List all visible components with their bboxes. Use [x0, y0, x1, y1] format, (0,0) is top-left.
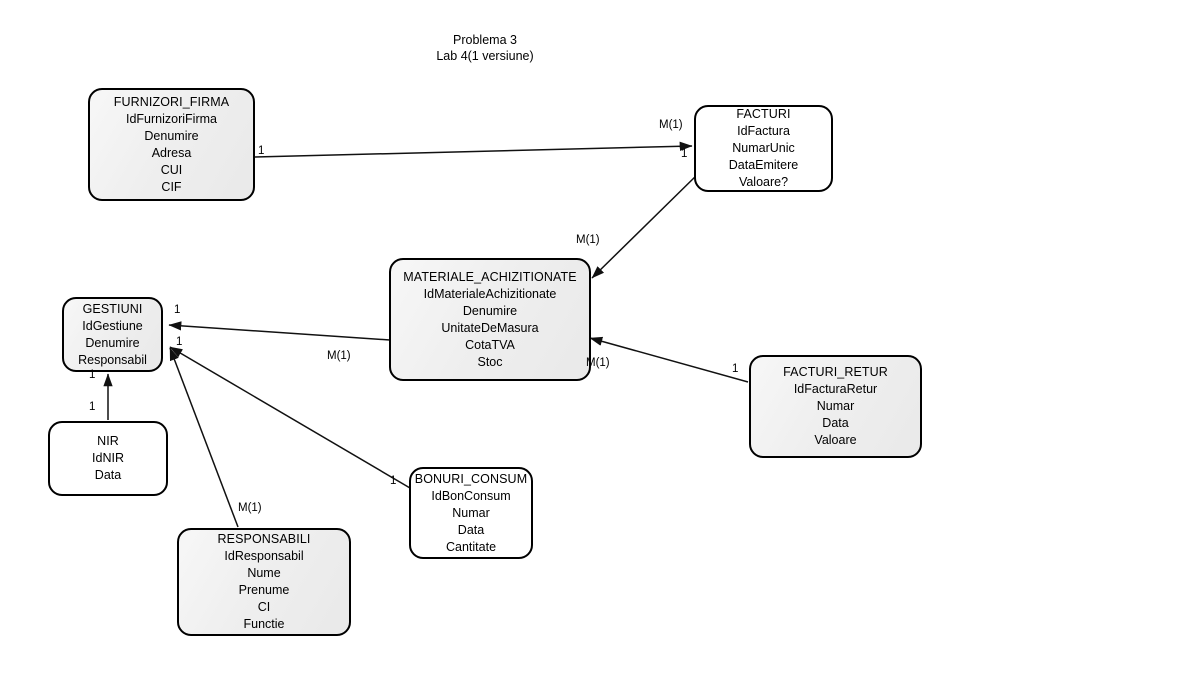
entity-attribute: IdNIR: [92, 451, 124, 465]
entity-attribute: DataEmitere: [728, 158, 799, 172]
entity-attribute: Valoare?: [738, 175, 789, 189]
entity-name: MATERIALE_ACHIZITIONATE: [403, 269, 577, 284]
entity-attribute: Numar: [452, 505, 490, 520]
entity-facturi[interactable]: FACTURI IdFactura NumarUnic DataEmitere …: [694, 105, 833, 192]
cardinality-label-responsabili: M(1): [238, 502, 262, 514]
entity-attribute: Denumire: [144, 128, 199, 143]
entity-attribute: IdGestiune: [82, 318, 143, 333]
entity-attribute: CUI: [160, 162, 183, 177]
entity-attribute: Responsabil: [78, 352, 147, 367]
cardinality-label-materiale-left: M(1): [327, 350, 351, 362]
entity-attribute: CI: [257, 600, 271, 614]
entity-attribute: Stoc: [477, 354, 503, 369]
connector-materiale-gestiuni: [168, 321, 391, 341]
cardinality-label-facturi-out: 1: [681, 148, 688, 160]
entity-bonuri-consum[interactable]: BONURI_CONSUM IdBonConsum Numar Data Can…: [409, 467, 533, 559]
connector-facturiretur-materiale: [589, 336, 749, 383]
cardinality-label-nir: 1: [89, 401, 96, 413]
entity-name: FURNIZORI_FIRMA: [113, 94, 230, 109]
entity-materiale-achizitionate[interactable]: MATERIALE_ACHIZITIONATE IdMaterialeAchiz…: [389, 258, 591, 381]
entity-name: RESPONSABILI: [217, 532, 311, 546]
entity-name: FACTURI_RETUR: [783, 365, 888, 379]
entity-attribute: IdResponsabil: [224, 549, 304, 563]
cardinality-label-gestiuni-right-top: 1: [174, 304, 181, 316]
connector-furnizori-facturi: [254, 141, 693, 158]
connector-responsabili-gestiuni: [169, 347, 239, 528]
entity-attribute: Prenume: [238, 583, 290, 597]
entity-attribute: UnitateDeMasura: [441, 320, 539, 335]
entity-furnizori-firma[interactable]: FURNIZORI_FIRMA IdFurnizoriFirma Denumir…: [88, 88, 255, 201]
entity-facturi-retur[interactable]: FACTURI_RETUR IdFacturaRetur Numar Data …: [749, 355, 922, 458]
entity-attribute: Numar: [816, 399, 855, 413]
entity-attribute: CotaTVA: [465, 337, 515, 352]
cardinality-label-gestiuni-bottom: 1: [89, 369, 96, 381]
entity-attribute: IdBonConsum: [431, 488, 511, 503]
entity-name: NIR: [97, 434, 119, 448]
entity-attribute: Functie: [243, 617, 285, 631]
entity-attribute: IdMaterialeAchizitionate: [423, 286, 557, 301]
cardinality-label-materiale-right: M(1): [586, 357, 610, 369]
connector-facturi-materiale: [591, 171, 701, 279]
entity-name: GESTIUNI: [82, 301, 143, 316]
connector-bonuri-gestiuni: [169, 346, 411, 489]
entity-nir[interactable]: NIR IdNIR Data: [48, 421, 168, 496]
diagram-title: Problema 3 Lab 4(1 versiune): [436, 33, 534, 63]
entity-attribute: Valoare: [814, 433, 857, 447]
entity-attribute: Cantitate: [445, 539, 497, 554]
entity-gestiuni[interactable]: GESTIUNI IdGestiune Denumire Responsabil: [62, 297, 163, 372]
entity-attribute: Data: [822, 416, 849, 430]
entity-attribute: Data: [94, 468, 122, 482]
entity-attribute: Adresa: [151, 145, 192, 160]
cardinality-label-facturi-in: M(1): [659, 119, 683, 131]
entity-attribute: IdFactura: [737, 124, 790, 138]
entity-attribute: CIF: [161, 179, 182, 194]
entity-attribute: IdFurnizoriFirma: [126, 111, 217, 126]
entity-attribute: IdFacturaRetur: [793, 382, 878, 396]
entity-attribute: NumarUnic: [732, 141, 795, 155]
entity-name: FACTURI: [736, 107, 791, 121]
cardinality-label-furnizori: 1: [258, 145, 265, 157]
entity-attribute: Nume: [247, 566, 281, 580]
cardinality-label-bonuri: 1: [390, 475, 397, 487]
cardinality-label-materiale-top: M(1): [576, 234, 600, 246]
entity-name: BONURI_CONSUM: [414, 471, 528, 486]
cardinality-label-gestiuni-right-bottom: 1: [176, 336, 183, 348]
entity-attribute: Data: [457, 522, 485, 537]
entity-attribute: Denumire: [462, 303, 518, 318]
cardinality-label-facturiretur: 1: [732, 363, 739, 375]
entity-responsabili[interactable]: RESPONSABILI IdResponsabil Nume Prenume …: [177, 528, 351, 636]
entity-attribute: Denumire: [85, 335, 140, 350]
